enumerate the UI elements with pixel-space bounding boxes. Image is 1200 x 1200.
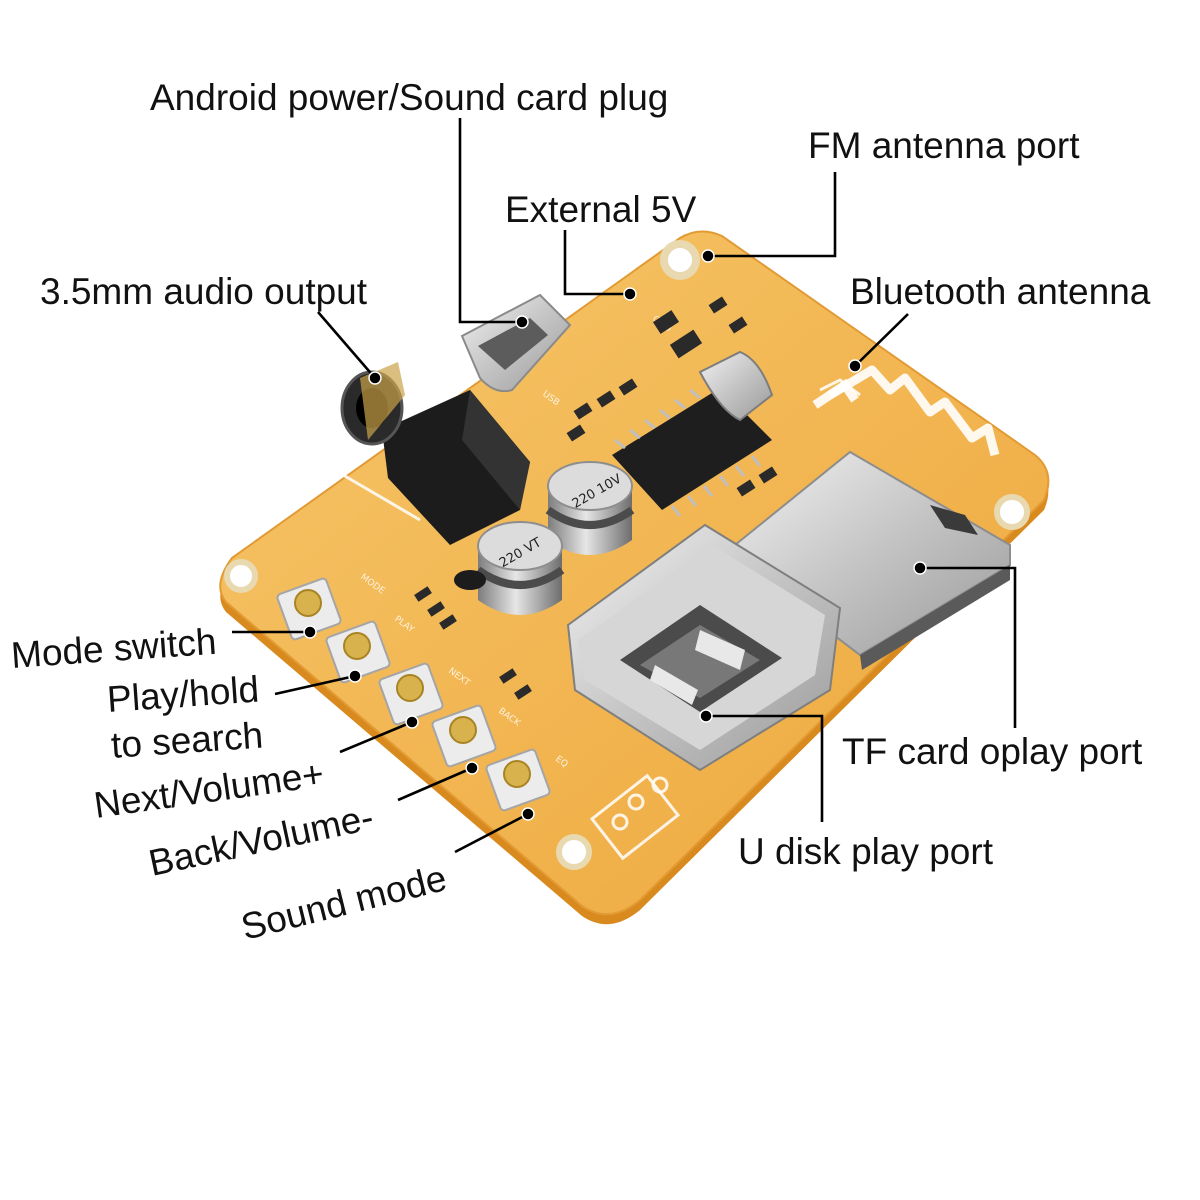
capacitor-1: 220 10V bbox=[545, 461, 635, 555]
leader-next-volume bbox=[339, 720, 413, 754]
label-play-hold-line2: to search bbox=[110, 714, 265, 766]
button-mode bbox=[276, 577, 342, 641]
leader-sound-mode bbox=[454, 812, 529, 854]
mounting-hole-right bbox=[994, 494, 1030, 530]
label-external-5v: External 5V bbox=[505, 189, 697, 230]
leader-fm-antenna bbox=[708, 172, 837, 258]
leader-back-volume bbox=[397, 766, 473, 802]
button-back bbox=[431, 704, 497, 768]
label-audio-output: 3.5mm audio output bbox=[40, 271, 368, 312]
leader-external-5v bbox=[563, 230, 630, 296]
label-tf-card: TF card oplay port bbox=[842, 731, 1143, 772]
button-eq bbox=[485, 748, 551, 812]
leader-tf-card bbox=[920, 566, 1017, 728]
label-android-power: Android power/Sound card plug bbox=[150, 77, 668, 118]
audio-jack bbox=[340, 362, 530, 545]
mounting-hole-top bbox=[660, 240, 700, 280]
capacitor-2: 220 VT bbox=[454, 521, 565, 615]
leader-audio-output bbox=[317, 311, 376, 379]
crystal-oscillator bbox=[698, 350, 774, 422]
label-play-hold-line1: Play/hold bbox=[106, 668, 261, 720]
label-mode-switch: Mode switch bbox=[10, 621, 218, 676]
main-ic-chip bbox=[612, 388, 772, 517]
label-sound-mode: Sound mode bbox=[237, 857, 451, 948]
leader-play-hold bbox=[274, 674, 356, 696]
smd-components bbox=[414, 296, 778, 700]
board-surface bbox=[219, 230, 1050, 916]
button-next bbox=[378, 662, 444, 726]
label-bt-antenna: Bluetooth antenna bbox=[850, 271, 1151, 312]
mounting-holes bbox=[224, 240, 1030, 870]
capacitor-2-series: VT bbox=[522, 535, 544, 556]
label-fm-antenna: FM antenna port bbox=[808, 125, 1080, 166]
mounting-hole-left bbox=[224, 559, 258, 593]
mounting-hole-bottom bbox=[556, 834, 592, 870]
leader-lines bbox=[232, 118, 1017, 854]
button-play bbox=[325, 620, 391, 684]
leader-android-power bbox=[458, 118, 522, 324]
leader-bt-antenna bbox=[854, 313, 909, 367]
leader-u-disk bbox=[706, 714, 824, 822]
tactile-buttons bbox=[276, 577, 551, 812]
usb-a-port bbox=[566, 523, 842, 772]
micro-usb-port bbox=[460, 293, 572, 393]
bluetooth-antenna-trace bbox=[812, 365, 1000, 457]
label-u-disk: U disk play port bbox=[738, 831, 994, 872]
